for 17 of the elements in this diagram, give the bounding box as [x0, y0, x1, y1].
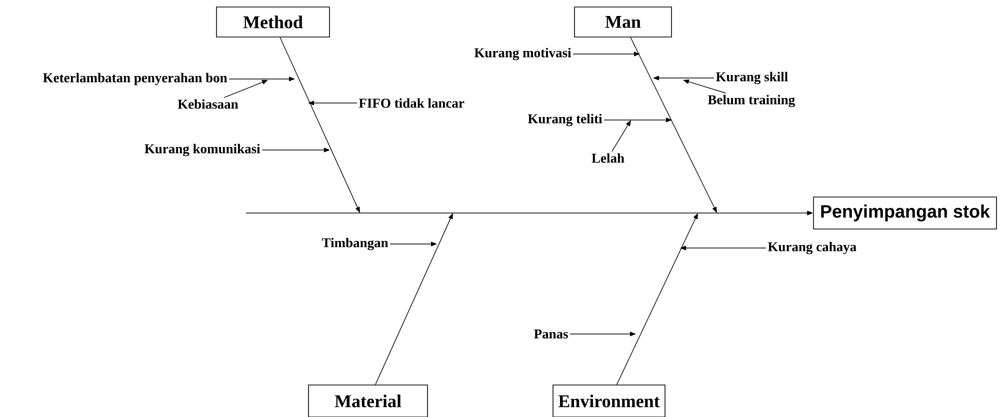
cause-label: Kurang cahaya [768, 242, 856, 254]
effect-box: Penyimpangan stok [813, 196, 997, 230]
category-box: Environment [552, 384, 666, 417]
cause-label: Timbangan [322, 238, 388, 250]
cause-label: Kurang motivasi [474, 48, 572, 60]
category-box: Man [574, 6, 672, 38]
cause-label: Lelah [592, 153, 624, 163]
cause-label: Kebiasaan [178, 99, 238, 109]
cause-label: Panas [534, 330, 568, 338]
cause-label: Kurang skill [716, 72, 788, 84]
cause-label: Kurang teliti [528, 114, 602, 126]
cause-label: FIFO tidak lancar [358, 98, 464, 108]
category-box: Method [216, 6, 330, 38]
cause-label: Belum training [708, 94, 795, 108]
cause-label: Kurang komunikasi [144, 144, 260, 156]
cause-label: Keterlambatan penyerahan bon [43, 72, 228, 86]
category-box: Material [308, 384, 428, 417]
